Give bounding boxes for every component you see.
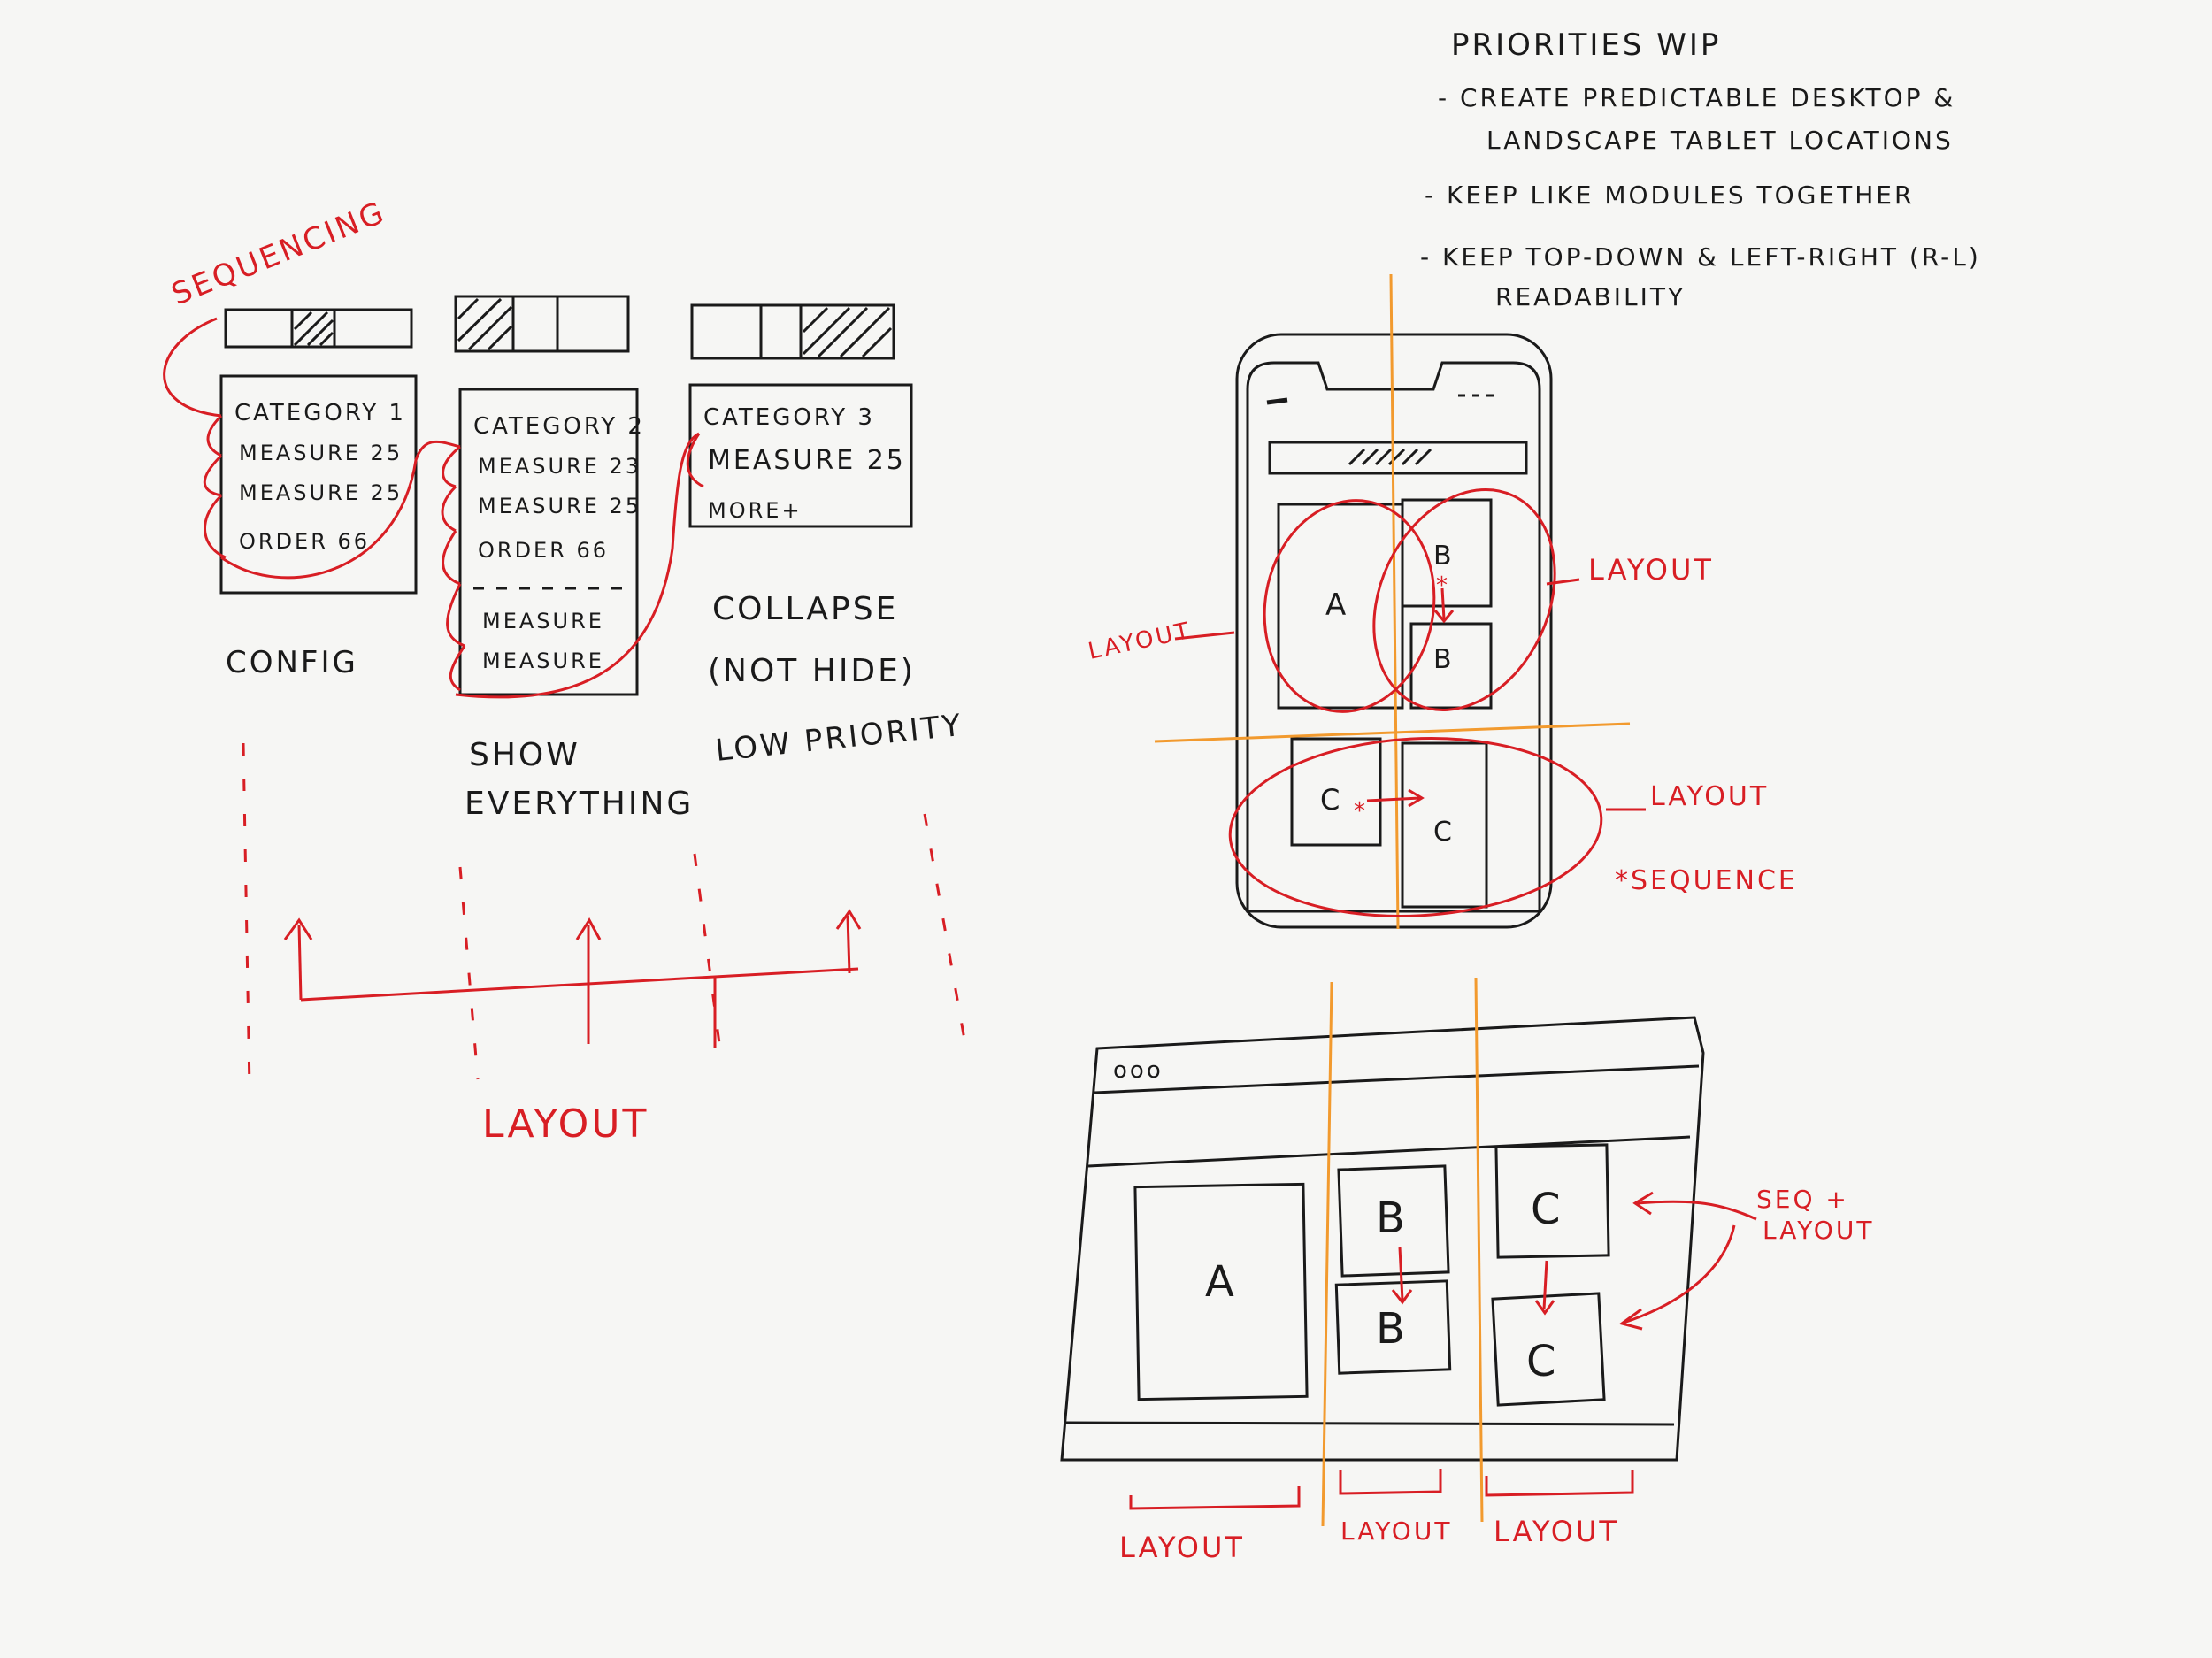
tab-bar <box>224 308 413 349</box>
card-line: MEASURE 23 <box>478 454 641 479</box>
card-line: CATEGORY 1 <box>234 400 406 426</box>
layout-axis <box>283 909 862 1048</box>
module-label: B <box>1376 1304 1408 1354</box>
priority-item: READABILITY <box>1495 282 1686 311</box>
layout-axis-label: LAYOUT <box>482 1101 649 1147</box>
selected-tab-hatch <box>457 297 513 351</box>
card-caption: (NOT HIDE) <box>708 653 916 689</box>
card-caption: EVERYTHING <box>465 786 694 822</box>
tab-bar <box>690 303 895 360</box>
card-caption: LOW PRIORITY <box>714 708 965 769</box>
desktop-title-bar-divider <box>1094 1064 1700 1094</box>
priority-item: - KEEP TOP-DOWN & LEFT-RIGHT (R-L) <box>1420 242 1981 272</box>
column-layout-label: LAYOUT <box>1119 1531 1245 1564</box>
tablet-guides <box>1154 273 1631 930</box>
card-line: ORDER 66 <box>478 538 609 563</box>
desktop-sequence-arrows <box>1129 1191 1757 1510</box>
column-layout-label: LAYOUT <box>1340 1516 1452 1546</box>
module-label: A <box>1205 1257 1237 1307</box>
card-line: MEASURE 25 <box>708 445 906 476</box>
card-line: MEASURE 25 <box>239 441 403 465</box>
tablet-mockup: A B B C C <box>1235 333 1553 929</box>
module-b <box>1337 1164 1450 1278</box>
sequencing-label: SEQUENCING <box>166 195 390 312</box>
tablet-outer-frame <box>1235 333 1553 929</box>
tablet-layout-label: LAYOUT <box>1588 553 1714 587</box>
priorities-title: PRIORITIES WIP <box>1451 27 1721 63</box>
module-label: C <box>1433 817 1455 848</box>
module-b <box>1409 622 1493 710</box>
sequence-note: *SEQUENCE <box>1615 865 1798 896</box>
card-line: ORDER 66 <box>239 529 370 554</box>
selected-tab-hatch <box>293 311 334 347</box>
module-label: C <box>1531 1185 1563 1234</box>
card-show-everything: CATEGORY 2 MEASURE 23 MEASURE 25 ORDER 6… <box>454 295 694 822</box>
priority-item: - KEEP LIKE MODULES TOGETHER <box>1425 180 1914 210</box>
card-caption: SHOW <box>469 737 580 773</box>
tablet-layout-groups <box>1174 488 1646 917</box>
card-line: CATEGORY 2 <box>473 413 645 440</box>
module-c <box>1401 741 1488 909</box>
window-menu-dots: ooo <box>1113 1057 1164 1084</box>
desktop-header-divider <box>1087 1135 1691 1168</box>
desktop-window-frame <box>1060 1016 1705 1462</box>
module-c <box>1494 1143 1610 1259</box>
card-config: CATEGORY 1 MEASURE 25 MEASURE 25 ORDER 6… <box>219 308 418 680</box>
module-label: B <box>1433 644 1455 675</box>
card-body <box>458 388 639 696</box>
priority-item: LANDSCAPE TABLET LOCATIONS <box>1486 126 1954 155</box>
tablet-tab-hatch <box>1348 448 1432 466</box>
module-a <box>1133 1182 1309 1401</box>
tablet-inner-frame <box>1246 361 1541 913</box>
card-line: MEASURE <box>482 649 604 673</box>
tablet-tab-bar <box>1268 441 1528 475</box>
card-body <box>688 383 913 528</box>
card-body <box>219 374 418 595</box>
sequence-star: * <box>1436 572 1450 599</box>
sequencing-curves <box>163 317 704 699</box>
seq-layout-label: SEQ + <box>1756 1185 1849 1214</box>
desktop-mockup: ooo A B B C C <box>1060 1016 1705 1462</box>
card-caption: CONFIG <box>226 645 358 680</box>
card-line: MEASURE 25 <box>239 480 403 505</box>
module-label: B <box>1433 541 1455 572</box>
module-label: A <box>1325 587 1348 623</box>
card-line: CATEGORY 3 <box>703 404 875 431</box>
tablet-layout-label: LAYOUT <box>1650 781 1769 812</box>
module-label: C <box>1526 1337 1559 1386</box>
breakpoint-guides <box>242 742 966 1089</box>
selected-tab-hatch <box>802 306 893 358</box>
sequence-star: * <box>1354 798 1368 825</box>
desktop-footer-divider <box>1065 1421 1675 1426</box>
priorities-notes: PRIORITIES WIP - CREATE PREDICTABLE DESK… <box>1420 27 1981 311</box>
card-line: MORE+ <box>708 498 803 523</box>
tablet-layout-label: LAYOUT <box>1086 618 1194 665</box>
module-c <box>1290 737 1382 847</box>
card-line: MEASURE 25 <box>478 494 641 518</box>
card-line: MEASURE <box>482 609 604 633</box>
seq-layout-label: LAYOUT <box>1763 1216 1874 1245</box>
module-b <box>1334 1279 1452 1375</box>
desktop-column-guides <box>1321 977 1484 1527</box>
column-layout-label: LAYOUT <box>1494 1515 1619 1548</box>
module-label: B <box>1376 1194 1408 1243</box>
tab-bar <box>454 295 630 353</box>
card-collapse: CATEGORY 3 MEASURE 25 MORE+ COLLAPSE (NO… <box>688 303 965 769</box>
priority-item: - CREATE PREDICTABLE DESKTOP & <box>1438 83 1955 112</box>
module-label: C <box>1320 783 1342 817</box>
card-caption: COLLAPSE <box>712 591 898 627</box>
